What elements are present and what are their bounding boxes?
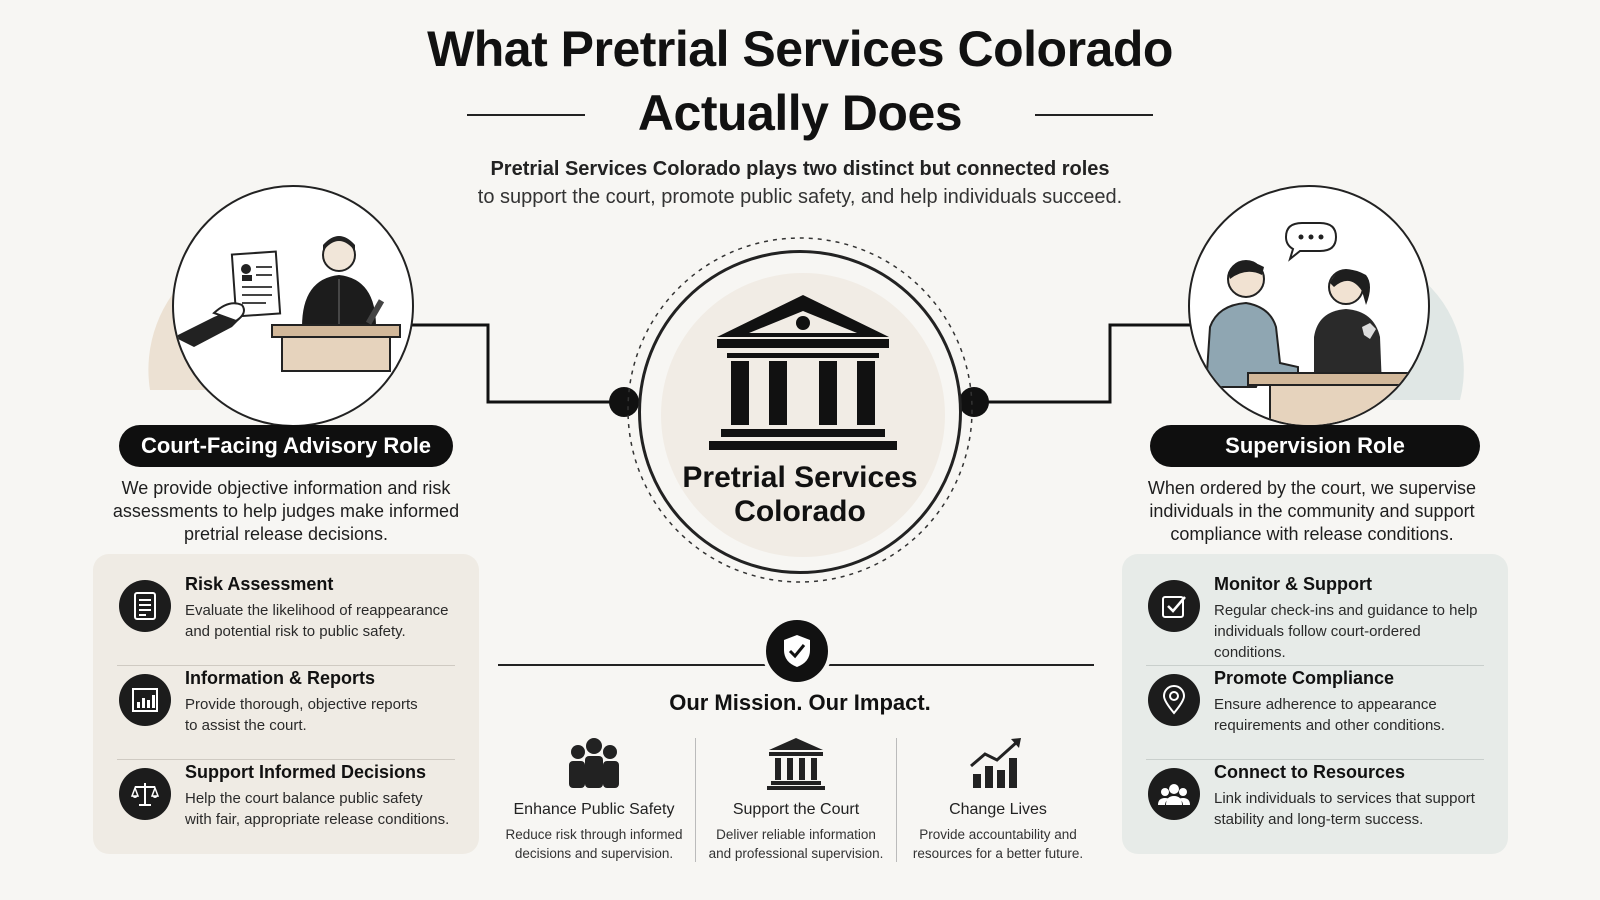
page-title: What Pretrial Services Colorado (427, 21, 1173, 77)
group-icon (569, 738, 619, 788)
item-title: Information & Reports (185, 668, 376, 688)
item-desc-line: to assist the court. (185, 717, 307, 734)
item-description: Regular check-ins and guidance to help i… (1214, 600, 1484, 663)
advisory-role-label: Court-Facing Advisory Role (119, 425, 453, 467)
list-item-connect-resources: Connect to Resources Link individuals to… (1146, 756, 1484, 848)
item-desc-line: individuals follow court-ordered conditi… (1214, 623, 1421, 661)
divider (1146, 759, 1484, 760)
title-divider-right (1035, 114, 1153, 116)
item-description: Link individuals to services that suppor… (1214, 788, 1484, 830)
mission-column-divider (896, 738, 897, 862)
list-item-support-decisions: Support Informed Decisions Help the cour… (117, 756, 455, 848)
item-desc-line: Help the court balance public safety (185, 790, 423, 807)
item-title: Monitor & Support (1214, 574, 1372, 594)
supervision-desc-line: When ordered by the court, we supervise (1147, 478, 1477, 498)
supervision-desc-line: compliance with release conditions. (1170, 524, 1454, 544)
courthouse-icon (709, 295, 897, 450)
mission-desc-line: resources for a better future. (912, 846, 1084, 861)
mission-title: Our Mission. Our Impact. (669, 690, 931, 715)
mission-column-title: Support the Court (732, 801, 860, 818)
checkbox-icon (1148, 580, 1200, 632)
list-item-monitor-support: Monitor & Support Regular check-ins and … (1146, 568, 1484, 666)
divider (117, 665, 455, 666)
item-title: Support Informed Decisions (185, 762, 427, 782)
item-description: Ensure adherence to appearance requireme… (1214, 694, 1484, 736)
mission-column-support-court: Support the Court Deliver reliable infor… (696, 736, 896, 863)
item-desc-line: Evaluate the likelihood of reappearance (185, 602, 449, 619)
item-description: Evaluate the likelihood of reappearance … (185, 600, 455, 642)
bar-chart-icon (119, 674, 171, 726)
mission-desc-line: Deliver reliable information (716, 827, 876, 842)
item-desc-line: Link individuals to services that suppor… (1214, 790, 1475, 807)
item-title: Risk Assessment (185, 574, 334, 594)
title-divider-left (467, 114, 585, 116)
center-name-line1: Pretrial Services (682, 461, 918, 494)
subtitle-secondary: to support the court, promote public saf… (477, 186, 1123, 208)
list-item-risk-assessment: Risk Assessment Evaluate the likelihood … (117, 568, 455, 666)
location-pin-icon (1148, 674, 1200, 726)
mission-desc-line: Provide accountability and (919, 827, 1077, 842)
advisory-role-description: We provide objective information and ris… (96, 477, 476, 546)
mission-column-divider (695, 738, 696, 862)
advisory-desc-line: pretrial release decisions. (183, 524, 389, 544)
item-desc-line: stability and long-term success. (1214, 811, 1424, 828)
supervision-role-label: Supervision Role (1150, 425, 1480, 467)
item-title: Promote Compliance (1214, 668, 1395, 688)
item-desc-line: Provide thorough, objective reports (185, 696, 418, 713)
item-desc-line: with fair, appropriate release condition… (185, 811, 450, 828)
mission-column-public-safety: Enhance Public Safety Reduce risk throug… (494, 736, 694, 863)
list-item-promote-compliance: Promote Compliance Ensure adherence to a… (1146, 662, 1484, 760)
supervision-illustration (1188, 185, 1430, 427)
shield-check-icon (762, 616, 832, 686)
officer-conversation-icon (1204, 222, 1419, 425)
supervision-desc-line: individuals in the community and support (1149, 501, 1475, 521)
item-desc-line: and potential risk to public safety. (185, 623, 406, 640)
divider (1146, 665, 1484, 666)
divider (117, 759, 455, 760)
mission-column-description: Provide accountability and resources for… (898, 825, 1098, 863)
advisory-desc-line: assessments to help judges make informed (112, 501, 460, 521)
supervision-functions-panel: Monitor & Support Regular check-ins and … (1122, 554, 1508, 854)
item-title: Connect to Resources (1214, 762, 1406, 782)
mission-desc-line: Reduce risk through informed (505, 827, 683, 842)
judge-illustration-icon (174, 236, 401, 372)
center-hub: Pretrial Services Colorado (638, 250, 962, 574)
mission-desc-line: and professional supervision. (708, 846, 884, 861)
center-name-line2: Colorado (734, 495, 866, 528)
subtitle: Pretrial Services Colorado plays two dis… (490, 158, 1110, 180)
mission-column-description: Reduce risk through informed decisions a… (494, 825, 694, 863)
scales-icon (119, 768, 171, 820)
mission-column-description: Deliver reliable information and profess… (696, 825, 896, 863)
advisory-illustration (172, 185, 414, 427)
supervision-role-description: When ordered by the court, we supervise … (1112, 477, 1512, 546)
advisory-functions-panel: Risk Assessment Evaluate the likelihood … (93, 554, 479, 854)
mission-desc-line: decisions and supervision. (514, 846, 674, 861)
item-desc-line: Ensure adherence to appearance (1214, 696, 1437, 713)
courthouse-icon (767, 738, 825, 790)
list-item-information-reports: Information & Reports Provide thorough, … (117, 662, 455, 760)
item-desc-line: requirements and other conditions. (1214, 717, 1445, 734)
people-icon (1148, 768, 1200, 820)
mission-column-change-lives: Change Lives Provide accountability and … (898, 736, 1098, 863)
mission-column-title: Change Lives (949, 801, 1047, 818)
document-icon (119, 580, 171, 632)
item-description: Help the court balance public safety wit… (185, 788, 455, 830)
item-desc-line: Regular check-ins and guidance to help (1214, 602, 1478, 619)
page-title-line2: Actually Does (637, 85, 963, 141)
growth-chart-icon (970, 738, 1021, 788)
mission-column-title: Enhance Public Safety (513, 801, 675, 818)
item-description: Provide thorough, objective reports to a… (185, 694, 455, 736)
advisory-desc-line: We provide objective information and ris… (121, 478, 451, 498)
